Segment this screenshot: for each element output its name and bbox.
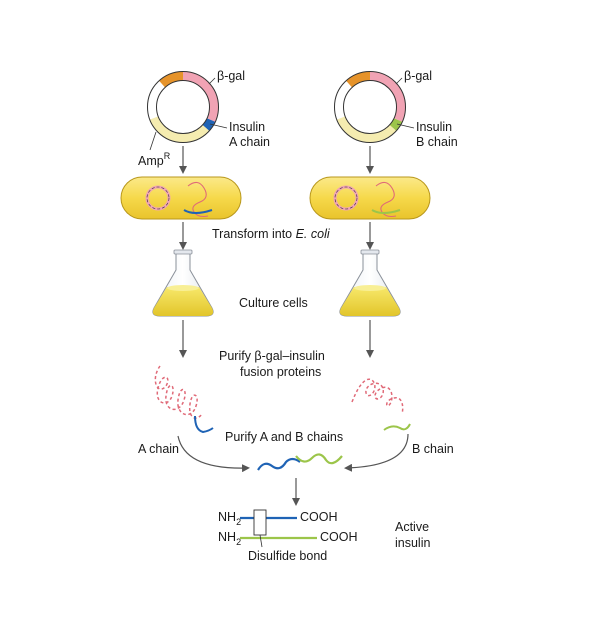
- purify-chains-label: Purify A and B chains: [225, 430, 343, 444]
- left-plasmid-amp-segment: [158, 71, 184, 88]
- left-fusion-gal-part: [154, 365, 203, 419]
- left-ecoli-cell: [120, 176, 242, 220]
- right-fusion-protein: [351, 378, 411, 431]
- right-gal-label: β-gal: [404, 69, 432, 83]
- right-plasmid-insert-segment: [389, 118, 403, 131]
- left-chain-label: A chain: [229, 135, 270, 149]
- left-insulin-label: Insulin: [229, 120, 265, 134]
- b-chain-label: B chain: [412, 442, 454, 456]
- active-insulin: NH2 COOH NH2 COOH Disulfide bond Active …: [218, 509, 430, 563]
- left-plasmid-outer-edge: [147, 71, 219, 143]
- a-chain-label: A chain: [138, 442, 179, 456]
- right-fusion-insulin-part: [383, 423, 411, 431]
- right-culture-flask: [339, 249, 401, 317]
- left-fusion-insulin-part: [194, 415, 214, 434]
- nh2-bottom-label: NH2: [218, 530, 241, 547]
- left-fusion-protein: [154, 365, 214, 434]
- insulin-label: insulin: [395, 536, 430, 550]
- left-culture-flask: [152, 249, 214, 317]
- right-fusion-gal-part: [351, 378, 404, 415]
- free-b-chain: [295, 453, 343, 465]
- right-cell-dna-icon: [375, 181, 397, 218]
- right-insulin-label: Insulin: [416, 120, 452, 134]
- right-plasmid-amp-segment: [345, 71, 371, 88]
- arrow-a-chain-to-center: [177, 435, 250, 473]
- purify-fusion-label-line1: Purify β-gal–insulin: [219, 349, 325, 363]
- left-plasmid-cream-segment: [149, 116, 210, 143]
- right-plasmid-gal-segment: [369, 71, 406, 122]
- right-cell-insert-icon: [371, 209, 401, 214]
- left-plasmid-inner-edge: [156, 80, 210, 134]
- left-plasmid: β-gal Insulin A chain AmpR: [138, 69, 270, 168]
- left-plasmid-gal-segment: [182, 71, 219, 122]
- arrow-b-chain-to-center: [344, 433, 409, 472]
- right-chain-label: B chain: [416, 135, 458, 149]
- right-culture-medium: [339, 287, 401, 316]
- cooh-bottom-label: COOH: [320, 530, 358, 544]
- left-cell-insert-icon: [183, 209, 213, 214]
- amp-label: AmpR: [138, 151, 171, 168]
- cooh-top-label: COOH: [300, 510, 338, 524]
- free-a-chain: [257, 457, 301, 471]
- right-plasmid: β-gal Insulin B chain: [334, 69, 458, 149]
- left-cell-dna-icon: [187, 181, 209, 218]
- right-ecoli-cell: [309, 176, 431, 220]
- left-plasmid-insert-segment: [202, 118, 216, 131]
- right-plasmid-outer-edge: [334, 71, 406, 143]
- disulfide-bond-label: Disulfide bond: [248, 549, 327, 563]
- left-culture-medium: [152, 287, 214, 316]
- culture-label: Culture cells: [239, 296, 308, 310]
- left-gal-label: β-gal: [217, 69, 245, 83]
- disulfide-bridge-box: [253, 509, 267, 536]
- right-plasmid-cream-segment: [336, 116, 397, 143]
- purify-fusion-label-line2: fusion proteins: [240, 365, 321, 379]
- active-label: Active: [395, 520, 429, 534]
- right-plasmid-inner-edge: [343, 80, 397, 134]
- transform-label: Transform into E. coli: [212, 227, 331, 241]
- nh2-top-label: NH2: [218, 510, 241, 527]
